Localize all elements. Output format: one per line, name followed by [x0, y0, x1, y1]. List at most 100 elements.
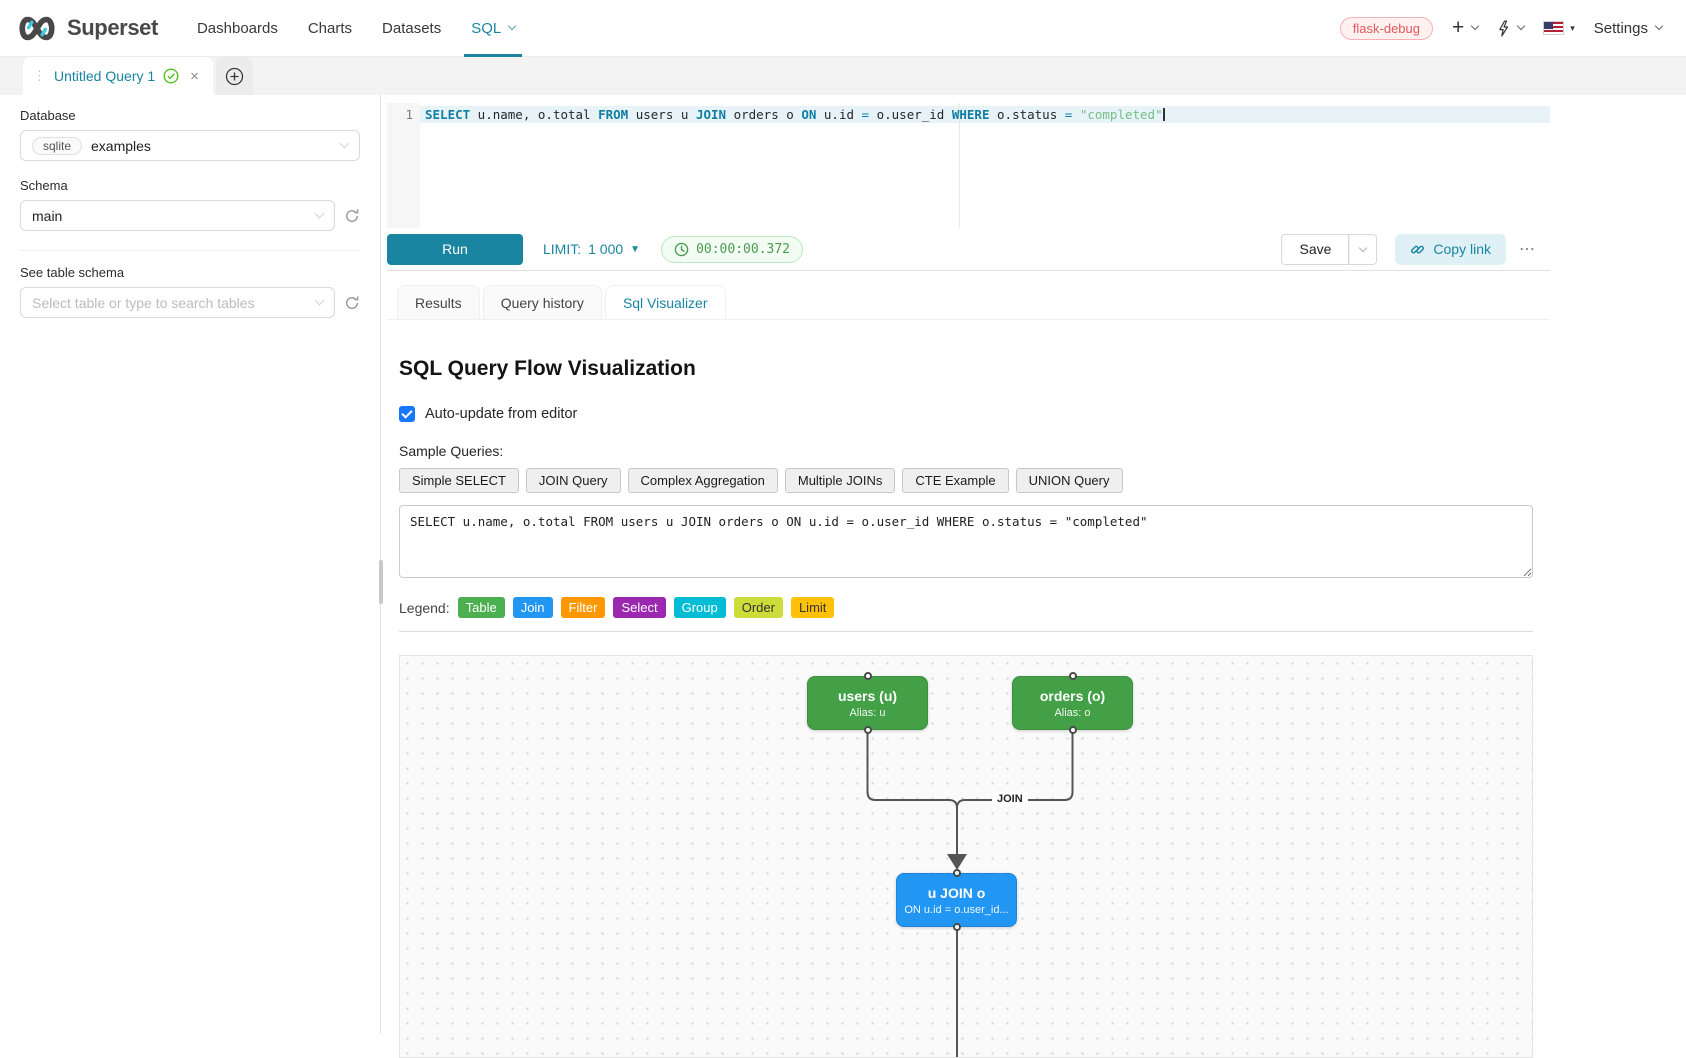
environment-badge: flask-debug: [1339, 16, 1433, 40]
line-number: 1: [405, 107, 413, 122]
south-pane-divider: [387, 270, 1550, 271]
lightning-icon: [1497, 19, 1510, 37]
save-button[interactable]: Save: [1281, 233, 1350, 265]
tab-query-history[interactable]: Query history: [482, 285, 602, 319]
schema-value: main: [32, 207, 63, 224]
table-node-users[interactable]: users (u) Alias: u: [807, 676, 928, 730]
db-engine-badge: sqlite: [32, 136, 83, 155]
copy-link-button[interactable]: Copy link: [1395, 233, 1506, 265]
panel-splitter[interactable]: [379, 95, 383, 1034]
editor-toolbar: Run LIMIT: 1 000 ▼ 00:00:00.372 Save Cop…: [387, 231, 1550, 267]
node-handle[interactable]: [863, 726, 872, 734]
save-dropdown-caret[interactable]: [1349, 233, 1378, 265]
table-node-orders[interactable]: orders (o) Alias: o: [1012, 676, 1133, 730]
limit-value: 1 000: [588, 241, 624, 257]
sqllab-left-panel: Database sqlite examples Schema main See…: [0, 95, 380, 1034]
node-title: orders (o): [1039, 687, 1106, 704]
new-query-tab-button[interactable]: [215, 57, 253, 95]
node-handle[interactable]: [953, 923, 961, 931]
sample-query-button-union-query[interactable]: UNION Query: [1015, 468, 1123, 493]
navbar-right: flask-debug + ▾ Settings: [1339, 15, 1664, 40]
refresh-tables-icon[interactable]: [344, 295, 360, 311]
refresh-schemas-icon[interactable]: [344, 208, 360, 224]
flow-canvas[interactable]: JOIN users (u) Alias: u orders (o) Alias…: [399, 655, 1533, 1058]
database-label: Database: [20, 108, 76, 123]
sample-queries-label: Sample Queries:: [399, 443, 504, 459]
caret-down-icon: ▼: [630, 243, 641, 255]
sample-query-button-simple-select[interactable]: Simple SELECT: [399, 468, 519, 493]
sample-query-button-cte-example[interactable]: CTE Example: [902, 468, 1009, 493]
chevron-down-icon: [339, 138, 350, 149]
legend-badge-join: Join: [512, 597, 553, 618]
check-circle-icon: [163, 68, 179, 84]
flow-edges: [866, 730, 1074, 1057]
schema-select[interactable]: main: [20, 200, 335, 231]
auto-update-checkbox[interactable]: [399, 406, 415, 422]
tab-sql-visualizer[interactable]: Sql Visualizer: [604, 285, 726, 319]
caret-down-icon: ▾: [1570, 22, 1575, 33]
node-handle[interactable]: [1068, 726, 1077, 734]
code-line[interactable]: SELECT u.name, o.total FROM users u JOIN…: [425, 107, 1165, 122]
more-menu-icon[interactable]: ⋯: [1519, 241, 1536, 258]
sql-editor[interactable]: 1 SELECT u.name, o.total FROM users u JO…: [387, 103, 1550, 228]
superset-brand[interactable]: Superset: [16, 15, 158, 42]
sqllab-main-panel: 1 SELECT u.name, o.total FROM users u JO…: [387, 95, 1550, 1058]
legend-badge-limit: Limit: [790, 597, 835, 618]
arrowhead-icon: [947, 854, 967, 870]
timer-value: 00:00:00.372: [696, 241, 790, 257]
nav-item-datasets[interactable]: Datasets: [382, 19, 442, 37]
node-handle[interactable]: [953, 869, 961, 877]
circled-plus-icon: [225, 67, 244, 86]
auto-update-label: Auto-update from editor: [425, 406, 578, 422]
close-tab-icon[interactable]: ×: [190, 67, 199, 85]
legend-badge-group: Group: [673, 597, 726, 618]
plus-icon: +: [1452, 15, 1465, 39]
node-handle[interactable]: [863, 672, 872, 680]
query-tab-label: Untitled Query 1: [54, 68, 156, 84]
query-search-button[interactable]: [1497, 19, 1526, 37]
drag-dots-icon[interactable]: ⋮: [33, 68, 46, 83]
run-button[interactable]: Run: [387, 233, 523, 265]
nav-item-dashboards[interactable]: Dashboards: [196, 19, 278, 37]
primary-nav: Dashboards Charts Datasets SQL: [182, 0, 530, 57]
table-select[interactable]: Select table or type to search tables: [20, 287, 335, 318]
database-value: examples: [91, 137, 151, 154]
query-input[interactable]: SELECT u.name, o.total FROM users u JOIN…: [399, 505, 1533, 578]
sample-query-button-join-query[interactable]: JOIN Query: [525, 468, 621, 493]
node-title: users (u): [837, 687, 898, 704]
join-node[interactable]: u JOIN o ON u.id = o.user_id...: [896, 873, 1017, 927]
node-title: u JOIN o: [927, 884, 986, 901]
chevron-down-icon: [314, 208, 325, 219]
settings-label: Settings: [1593, 19, 1648, 37]
superset-logo-icon: [16, 15, 58, 42]
language-picker[interactable]: ▾: [1543, 21, 1575, 35]
sql-visualizer-panel: SQL Query Flow Visualization Auto-update…: [387, 357, 1533, 1058]
settings-menu[interactable]: Settings: [1593, 19, 1664, 37]
node-handle[interactable]: [1068, 672, 1077, 680]
query-tab-active[interactable]: ⋮ Untitled Query 1 ×: [23, 57, 213, 95]
editor-print-margin: [959, 103, 960, 228]
database-select[interactable]: sqlite examples: [20, 130, 360, 161]
new-item-button[interactable]: +: [1452, 15, 1480, 39]
limit-dropdown[interactable]: LIMIT: 1 000 ▼: [543, 241, 640, 257]
link-icon: [1410, 242, 1425, 257]
nav-item-sql[interactable]: SQL: [456, 0, 530, 57]
legend-badge-filter: Filter: [560, 597, 606, 618]
chevron-down-icon: [314, 295, 325, 306]
table-schema-label: See table schema: [20, 265, 125, 280]
tab-results[interactable]: Results: [397, 285, 480, 319]
node-subtitle: Alias: o: [1054, 706, 1091, 719]
splitter-handle[interactable]: [379, 560, 383, 604]
nav-item-charts[interactable]: Charts: [307, 19, 353, 37]
legend-badge-order: Order: [733, 597, 783, 618]
sample-query-button-multiple-joins[interactable]: Multiple JOINs: [784, 468, 896, 493]
sample-query-button-complex-aggregation[interactable]: Complex Aggregation: [627, 468, 778, 493]
editor-gutter: 1: [387, 103, 420, 228]
sidebar-divider: [20, 250, 360, 251]
text-cursor: [1162, 108, 1165, 121]
editor-active-line: [420, 106, 1550, 123]
